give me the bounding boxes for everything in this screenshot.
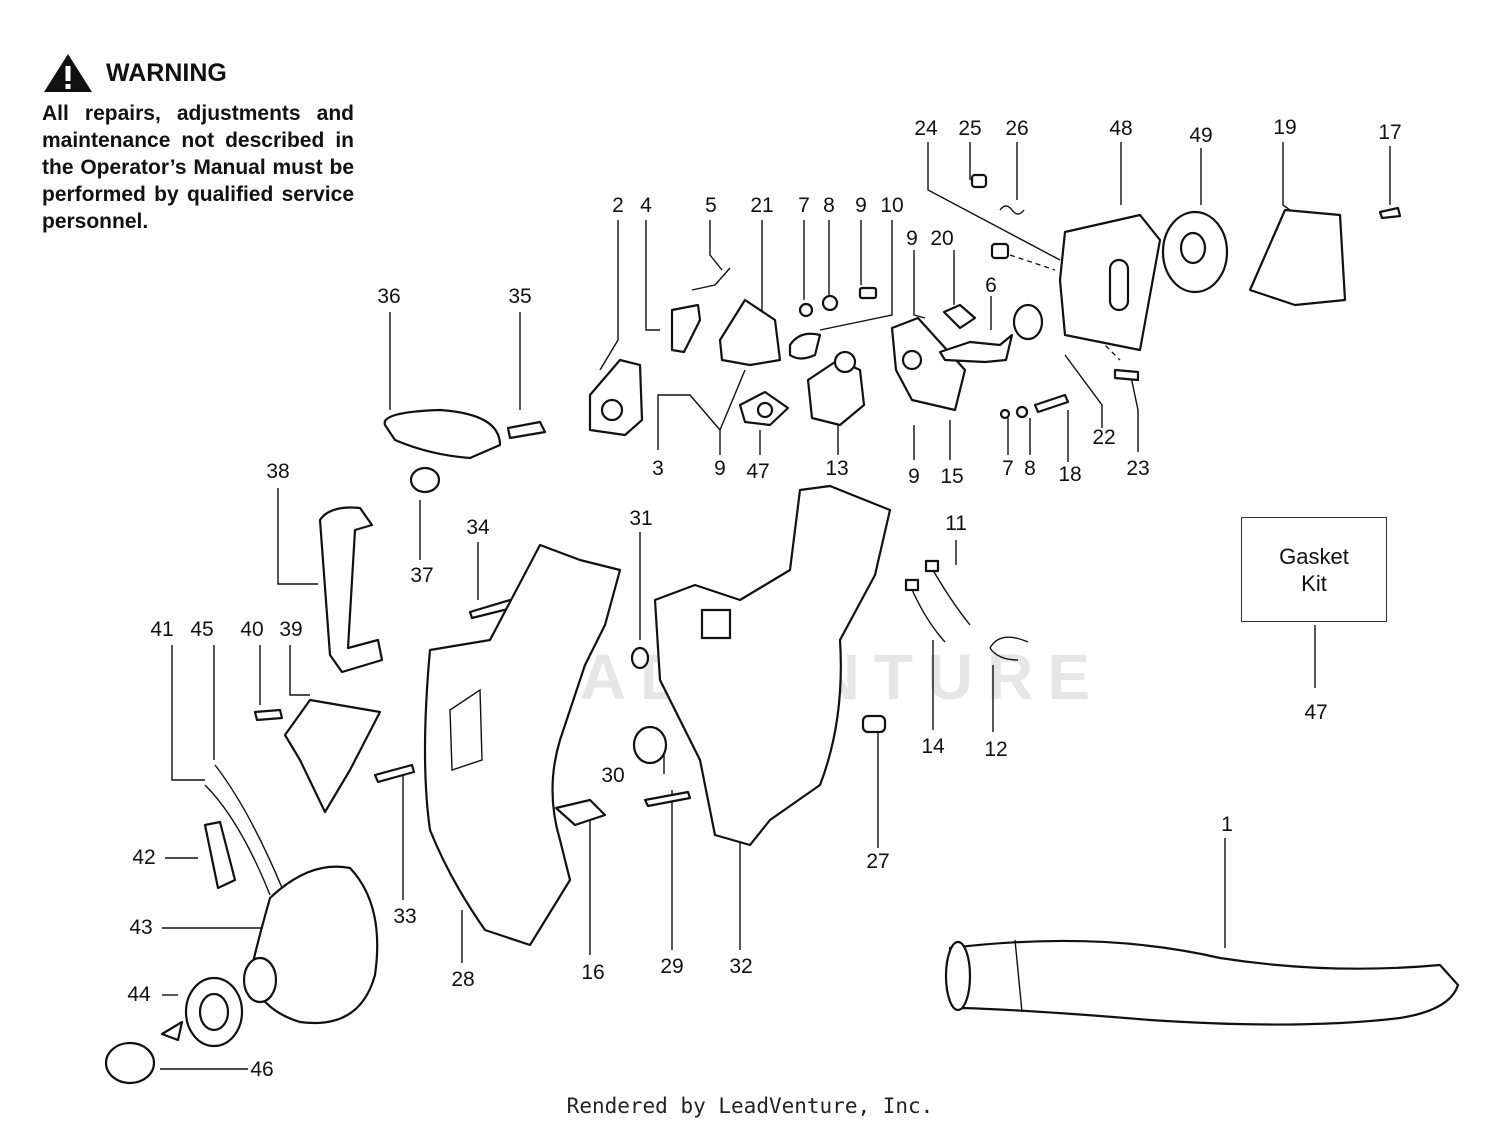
callout-label: 30	[601, 764, 624, 787]
callout-label: 6	[985, 274, 997, 297]
callout-label: 9	[714, 457, 726, 480]
callout-label: 49	[1189, 124, 1212, 147]
warning-title: WARNING	[106, 58, 227, 87]
callout-labels: 1 2 3 4 5 6 7 7 8 8 9 9 9 9 10 11 12 13 …	[127, 116, 1401, 1081]
callout-label: 8	[823, 194, 835, 217]
callout-label: 41	[150, 618, 173, 641]
parts	[104, 173, 1460, 1085]
callout-label: 21	[750, 194, 773, 217]
callout-label: 5	[705, 194, 717, 217]
blower-tube	[948, 939, 1460, 1026]
blower-housing	[653, 484, 892, 847]
callout-label: 12	[984, 738, 1007, 761]
callout-label: 29	[660, 955, 683, 978]
callout-label: 44	[127, 983, 151, 1006]
callout-label: 9	[908, 465, 920, 488]
callout-label: 8	[1024, 457, 1036, 480]
callout-label: 26	[1005, 117, 1028, 140]
callout-label: 9	[906, 227, 918, 250]
callout-label: 46	[250, 1058, 273, 1081]
callout-label: 33	[393, 905, 416, 928]
callout-label: 14	[921, 735, 945, 758]
callout-label: 7	[798, 194, 810, 217]
gasket-kit-line2: Kit	[1301, 570, 1327, 596]
callout-label: 2	[612, 194, 624, 217]
callout-label: 31	[629, 507, 652, 530]
callout-label: 47	[746, 460, 769, 483]
callout-label: 15	[940, 465, 963, 488]
callout-label: 23	[1126, 457, 1149, 480]
callout-label: 20	[930, 227, 953, 250]
callout-label: 27	[866, 850, 889, 873]
callout-label: 28	[451, 968, 474, 991]
callout-label: 38	[266, 460, 289, 483]
warning-notice: WARNING All repairs, adjustments and mai…	[42, 52, 354, 235]
callout-label: 32	[729, 955, 752, 978]
callout-label: 1	[1221, 813, 1233, 836]
warning-triangle-icon	[44, 54, 92, 92]
callout-label: 19	[1273, 116, 1296, 139]
callout-label: 48	[1109, 117, 1132, 140]
warning-header: WARNING	[42, 52, 354, 94]
callout-label: 36	[377, 285, 400, 308]
callout-label: 35	[508, 285, 531, 308]
callout-label: 4	[640, 194, 652, 217]
gasket-kit-box: Gasket Kit	[1241, 517, 1387, 622]
fan-housing	[423, 543, 622, 947]
callout-label: 10	[880, 194, 903, 217]
callout-label: 40	[240, 618, 263, 641]
warning-body: All repairs, adjustments and maintenance…	[42, 102, 354, 233]
callout-label: 13	[825, 457, 848, 480]
callout-label: 18	[1058, 463, 1081, 486]
callout-label: 17	[1378, 121, 1401, 144]
callout-label: 25	[958, 117, 981, 140]
callout-label: 24	[914, 117, 938, 140]
callout-label: 9	[855, 194, 867, 217]
callout-label: 11	[945, 512, 967, 535]
footer-credit: Rendered by LeadVenture, Inc.	[566, 1094, 934, 1118]
callout-label: 42	[132, 846, 155, 869]
callout-label: 45	[190, 618, 213, 641]
gasket-kit-line1: Gasket	[1279, 543, 1349, 569]
callout-label: 22	[1092, 426, 1115, 449]
callout-label: 43	[129, 916, 152, 939]
callout-label: 16	[581, 961, 604, 984]
callout-label: 3	[652, 457, 664, 480]
callout-label: 7	[1002, 457, 1014, 480]
callout-label: 34	[466, 516, 490, 539]
callout-label: 37	[410, 564, 433, 587]
callout-label: 47	[1304, 701, 1327, 724]
callout-label: 39	[279, 618, 302, 641]
